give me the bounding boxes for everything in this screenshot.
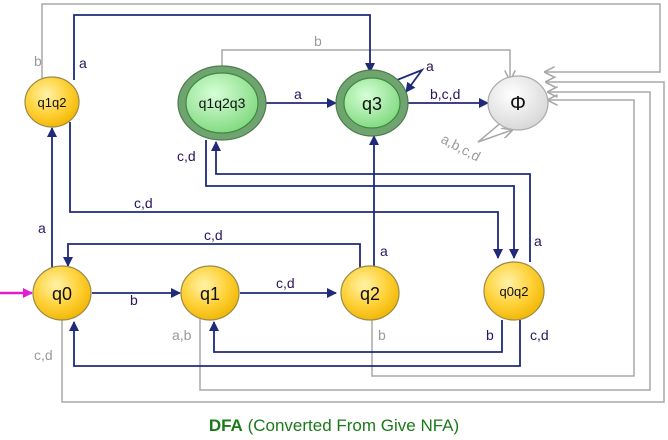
caption-subtitle: (Converted From Give NFA) [247,416,460,435]
label-q0-a: a [38,220,46,236]
state-label-q3: q3 [362,94,382,114]
edge-q1q2q3-q0q2 [205,140,519,259]
edge-q2-phi [371,100,635,377]
edge-q1-phi [199,92,651,391]
state-label-q0q2: q0q2 [500,284,529,299]
label-q2-b: b [378,327,386,343]
label-q1q2-cd: c,d [134,195,153,211]
label-q0-b: b [130,292,138,308]
label-q0q2-cd: c,d [530,327,549,343]
label-q1q2-a: a [79,55,87,71]
label-q1q2-b: b [34,53,42,69]
label-q1-ab: a,b [172,327,192,343]
edge-q0q2-q0 [69,320,521,367]
state-label-q1q2: q1q2 [38,95,67,110]
diagram-caption: DFA (Converted From Give NFA) [0,416,668,436]
state-label-phi: Φ [510,93,526,115]
label-q0q2-b: b [486,327,494,343]
edge-q1q2-q0q2 [69,122,503,259]
label-q0-cd: c,d [34,347,53,363]
label-q3-self-a: a [426,58,434,74]
state-q1: q1 [180,265,240,321]
state-label-q2: q2 [360,284,380,304]
label-q2-a: a [380,243,388,259]
edge-q0-phi [61,82,665,403]
state-phi: Φ [487,75,549,131]
state-label-q1q2q3: q1q2q3 [199,95,246,111]
state-label-q0: q0 [52,284,72,304]
state-q0: q0 [32,265,92,321]
state-q1q2: q1q2 [24,76,80,128]
state-q0q2: q0q2 [483,261,545,321]
label-q1q2q3-b: b [314,33,322,49]
edge-q0q2-q1q2q3 [211,141,531,262]
state-q2: q2 [340,265,400,321]
label-q3-bcd: b,c,d [430,86,460,102]
label-q1q2q3-cd: c,d [177,148,196,164]
label-q1-cd: c,d [276,275,295,291]
label-q1q2q3-a: a [294,86,302,102]
edge-q2-q0 [63,243,361,268]
edge-q1q2-phi [41,3,661,80]
edge-q0q2-q1 [209,320,503,353]
edge-q1q2-q3 [73,14,375,80]
label-q2-cd-back: c,d [204,227,223,243]
label-q0q2-a: a [534,233,542,249]
label-phi-self: a,b,c,d [439,131,484,165]
caption-title: DFA [208,416,243,435]
edge-q1q2q3-phi [221,49,510,80]
state-q3: q3 [335,69,409,137]
state-q1q2q3: q1q2q3 [177,65,267,141]
edge-q3-self [391,68,425,93]
state-label-q1: q1 [200,284,220,304]
